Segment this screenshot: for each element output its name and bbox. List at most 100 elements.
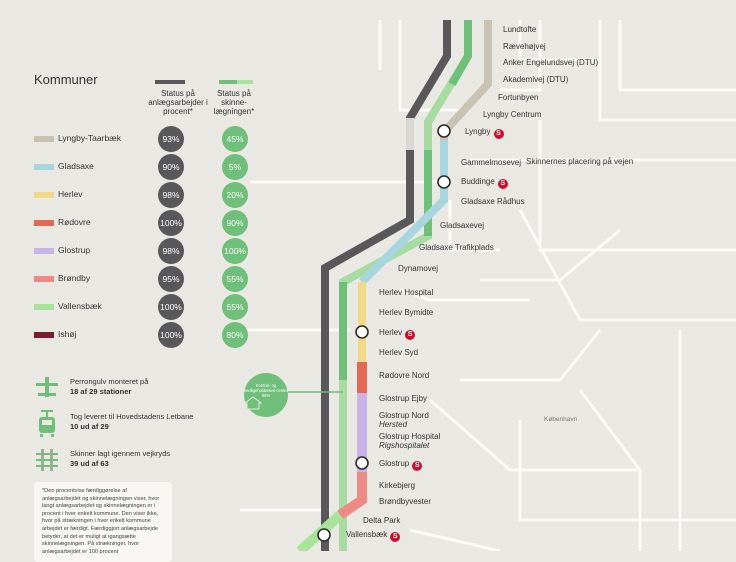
station-label: Rigshospitalet (379, 441, 430, 450)
stat-value: 39 ud af 63 (70, 459, 109, 468)
station-label: Brøndbyvester (379, 497, 432, 506)
station-label: Gladsaxe Rådhus (461, 197, 525, 206)
legend-row: Brøndby 95% 55% (34, 266, 264, 293)
station-label: Akademivej (DTU) (503, 75, 569, 84)
skinne-value: 45% (222, 126, 248, 152)
station-label: Dynamovej (398, 264, 439, 273)
tram-icon (39, 410, 55, 437)
legend-row: Ishøj 100% 80% (34, 322, 264, 349)
anlaeg-value: 95% (158, 266, 184, 292)
color-swatch (34, 332, 54, 338)
skinne-value: 20% (222, 182, 248, 208)
station-dot (355, 456, 369, 470)
rails-icon (36, 449, 58, 471)
kommune-name: Brøndby (58, 273, 91, 283)
col2-header: Status på skinne-lægningen* (213, 89, 255, 116)
s-train-icon: S (405, 330, 416, 340)
kommune-name: Gladsaxe (58, 161, 94, 171)
kommune-name: Vallensbæk (58, 301, 102, 311)
kommune-name: Ishøj (58, 329, 77, 339)
stat-value: 10 ud af 29 (70, 422, 109, 431)
station-label: Gammelmosevej (461, 158, 522, 167)
station-label: Rødovre Nord (379, 371, 430, 380)
legend-row: Glostrup 98% 100% (34, 238, 264, 265)
station-label: Herlev Bymidte (379, 308, 434, 317)
anlaeg-value: 98% (158, 182, 184, 208)
maintenance-center-callout: Kontrol- og vedligeholdelses-center 98% (244, 373, 288, 417)
station-dot (437, 175, 451, 189)
s-train-icon: S (497, 179, 508, 189)
col1-header: Status på anlægsarbejder i procent* (148, 89, 208, 116)
stat-label: Tog leveret til Hovedstadens Letbane (70, 412, 194, 421)
station-label: Herlev Hospital (379, 288, 434, 297)
station-label: Glostrup Ejby (379, 394, 428, 403)
kommune-name: Herlev (58, 189, 83, 199)
color-swatch (34, 248, 54, 254)
anlaeg-value: 100% (158, 322, 184, 348)
station-label: Gladsaxevej (440, 221, 485, 230)
skinne-value: 5% (222, 154, 248, 180)
stat-value: 18 af 29 stationer (70, 387, 132, 396)
color-swatch (34, 304, 54, 310)
station-label: Fortunbyen (498, 93, 539, 102)
skinne-value: 55% (222, 266, 248, 292)
anlaeg-status-line (321, 20, 451, 551)
callout-text: Kontrol- og vedligeholdelses-center 98% (244, 383, 288, 398)
stat-label: Skinner lagt igennem vejkryds (70, 449, 171, 458)
track-placement-annotation: Skinnernes placering på vejen (526, 157, 634, 166)
station-label: Anker Engelundsvej (DTU) (503, 58, 599, 67)
interchange-stations (317, 124, 451, 542)
color-swatch (34, 276, 54, 282)
station-label: Herlev Syd (379, 348, 419, 357)
kommune-name: Glostrup (58, 245, 91, 255)
station-label: Glostrup Hospital (379, 432, 441, 441)
color-swatch (34, 136, 54, 142)
color-swatch (34, 192, 54, 198)
anlaeg-value: 100% (158, 294, 184, 320)
legend-row: Gladsaxe 90% 5% (34, 154, 264, 181)
background-roads (240, 20, 736, 551)
anlaeg-value: 98% (158, 238, 184, 264)
skinne-value: 90% (222, 210, 248, 236)
color-swatch (34, 220, 54, 226)
city-label: København (544, 416, 578, 423)
skinne-done-segment (448, 20, 472, 86)
footnote: *Den procentvise færdiggørelse af anlægs… (34, 482, 172, 562)
house-icon (244, 396, 262, 410)
legend-row: Rødovre 100% 90% (34, 210, 264, 237)
station-label: Kirkebjerg (379, 481, 416, 490)
station-label: Lyngby Centrum (483, 110, 542, 119)
anlaeg-value: 100% (158, 210, 184, 236)
legend-line-samples (155, 80, 253, 84)
station-dot (317, 528, 331, 542)
station-label: Lundtofte (503, 25, 537, 34)
stat-label: Perrongulv monteret på (70, 377, 149, 386)
legend-row: Herlev 98% 20% (34, 182, 264, 209)
s-train-icon: S (493, 129, 504, 139)
station-label: Glostrup Nord (379, 411, 429, 420)
station-label: Hersted (379, 420, 408, 429)
skinne-value: 80% (222, 322, 248, 348)
station-label: Gladsaxe Trafikplads (419, 243, 494, 252)
skinne-value: 100% (222, 238, 248, 264)
route-gladsaxe (359, 140, 448, 285)
platform-icon (36, 377, 58, 397)
route-broendby (337, 472, 367, 520)
kommune-name: Lyngby-Taarbæk (58, 133, 121, 143)
anlaeg-value: 90% (158, 154, 184, 180)
station-label: Rævehøjvej (503, 42, 546, 51)
station-dot (355, 325, 369, 339)
s-train-icon: S (412, 461, 423, 471)
station-label: Delta Park (363, 516, 401, 525)
kommune-name: Rødovre (58, 217, 91, 227)
s-train-icon: S (390, 532, 401, 542)
color-swatch (34, 164, 54, 170)
